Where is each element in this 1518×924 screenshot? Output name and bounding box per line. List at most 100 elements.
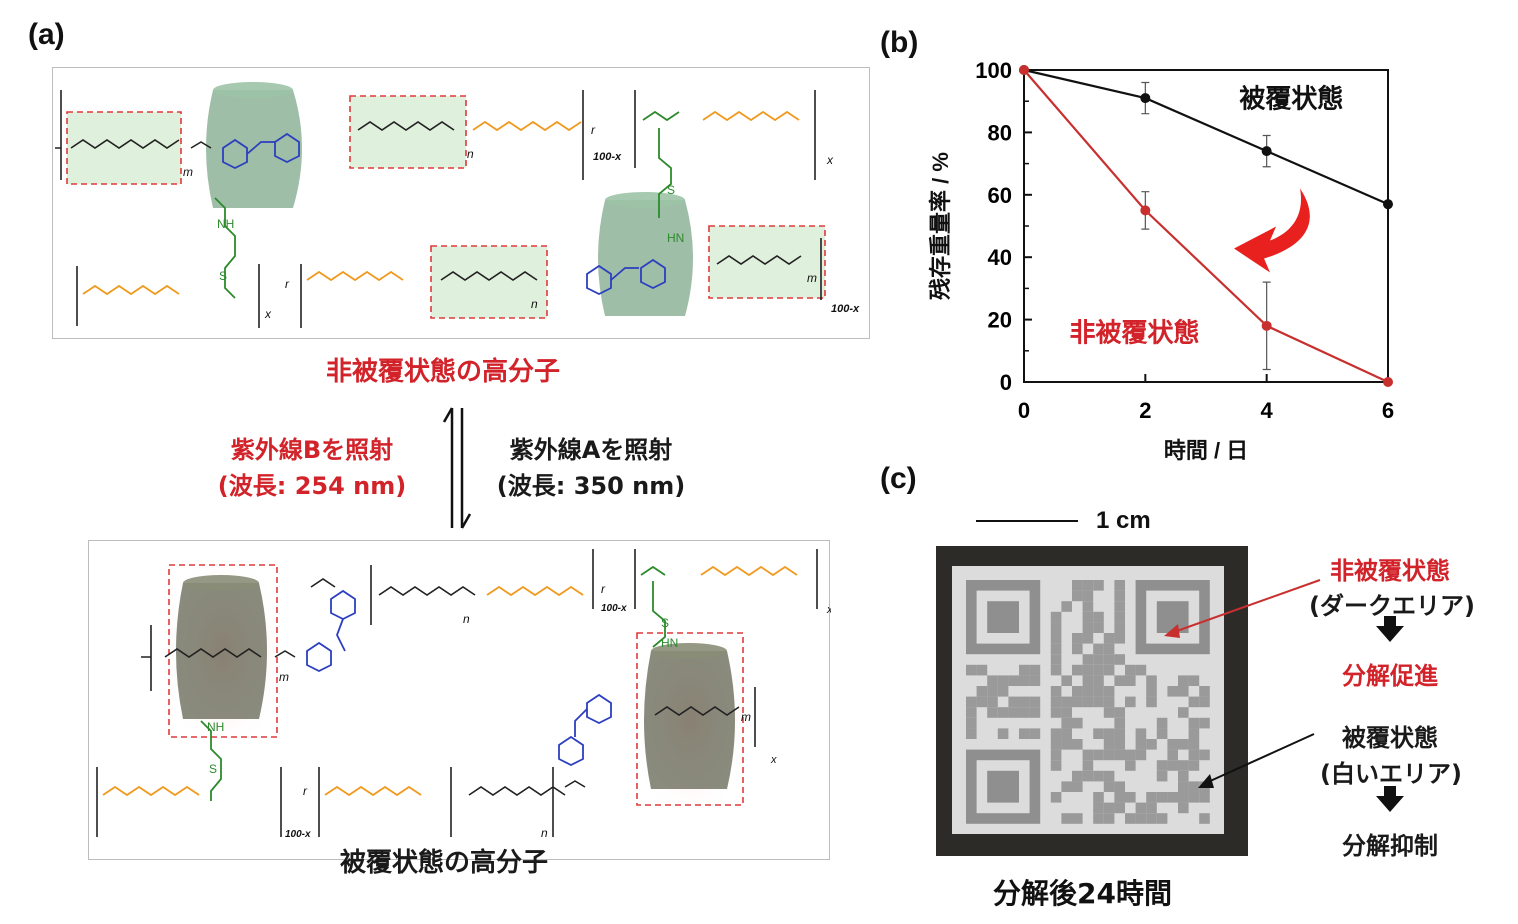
qr-module xyxy=(1061,813,1072,824)
qr-module xyxy=(1103,739,1115,750)
qr-module xyxy=(1061,675,1072,686)
qr-module xyxy=(1114,707,1125,718)
bottom-n2: n xyxy=(541,826,548,840)
qr-module xyxy=(1167,749,1178,761)
qr-module xyxy=(1188,760,1200,771)
qr-module xyxy=(1178,675,1189,686)
data-point xyxy=(1261,320,1272,331)
qr-module xyxy=(1178,781,1189,792)
qr-module xyxy=(1114,749,1125,761)
qr-module xyxy=(1019,664,1030,676)
qr-module xyxy=(987,707,998,718)
qr-module xyxy=(1103,813,1115,824)
qr-module xyxy=(1114,792,1125,803)
qr-module xyxy=(1114,728,1125,739)
down-arrow-icon xyxy=(1376,626,1404,642)
uvb-condition-line1: 紫外線Bを照射 xyxy=(230,436,394,464)
qr-module xyxy=(1103,633,1115,644)
qr-module xyxy=(1103,654,1115,665)
qr-module xyxy=(1156,770,1168,782)
qr-module xyxy=(1167,792,1178,803)
qr-module xyxy=(1072,781,1083,792)
qr-module xyxy=(1146,675,1157,686)
top-frac2: 100-x xyxy=(831,303,860,315)
qr-module xyxy=(1114,717,1125,729)
qr-module xyxy=(1114,622,1125,633)
qr-module xyxy=(1093,611,1104,623)
qr-module xyxy=(1082,664,1094,676)
qr-module xyxy=(1082,622,1094,633)
white-area-result: 分解抑制 xyxy=(1342,832,1438,860)
bottom-nh1: NH xyxy=(207,720,224,734)
chart-y-axis-label: 残存重量率 / % xyxy=(928,152,953,300)
qr-module xyxy=(1156,813,1168,824)
qr-module xyxy=(1199,717,1210,729)
qr-module xyxy=(1050,739,1062,750)
qr-module xyxy=(1072,770,1083,782)
top-m1: m xyxy=(183,165,193,179)
qr-module xyxy=(1093,802,1104,814)
qr-module xyxy=(1188,717,1200,729)
qr-module xyxy=(1082,760,1094,771)
qr-module xyxy=(1050,622,1062,633)
uncovered-polymer-structure: m n r 100-x x S HN NH S x r n m 100-x xyxy=(52,67,870,339)
qr-module xyxy=(1082,633,1094,644)
bottom-m1: m xyxy=(279,670,289,684)
qr-module xyxy=(1072,686,1083,697)
qr-module xyxy=(1072,717,1083,729)
qr-module xyxy=(1103,664,1115,676)
qr-module xyxy=(1125,792,1136,803)
qr-module xyxy=(1114,590,1125,602)
qr-module xyxy=(1114,580,1125,591)
qr-module xyxy=(976,696,988,708)
qr-module xyxy=(1072,813,1083,824)
qr-module xyxy=(1072,664,1083,676)
qr-caption: 分解後24時間 xyxy=(993,877,1172,910)
qr-module xyxy=(1072,580,1083,591)
qr-module xyxy=(1050,664,1062,676)
panel-label-a: (a) xyxy=(28,18,65,51)
qr-module xyxy=(1135,749,1147,761)
panel-label-b: (b) xyxy=(880,26,919,59)
qr-module xyxy=(1093,580,1104,591)
qr-module xyxy=(1188,792,1200,803)
qr-module xyxy=(1029,728,1041,739)
qr-module xyxy=(1050,749,1062,761)
scale-bar-label: 1 cm xyxy=(1096,507,1151,534)
qr-module xyxy=(1029,707,1041,718)
qr-module xyxy=(1082,696,1094,708)
x-tick-label: 6 xyxy=(1382,398,1394,423)
y-tick-label: 20 xyxy=(988,308,1012,333)
qr-module xyxy=(1008,707,1019,718)
qr-module xyxy=(1114,611,1125,623)
qr-film-photo xyxy=(936,546,1248,856)
uva-condition: 紫外線Aを照射 (波長: 350 nm) xyxy=(488,432,694,504)
qr-module xyxy=(1135,664,1147,676)
top-s2: S xyxy=(219,269,227,283)
qr-module xyxy=(1061,781,1072,792)
series-label-covered: 被覆状態 xyxy=(1239,83,1343,113)
qr-module xyxy=(1114,739,1125,750)
bottom-r1: r xyxy=(601,582,606,596)
qr-module xyxy=(1050,643,1062,655)
qr-module xyxy=(1093,622,1104,633)
top-frac1: 100-x xyxy=(593,151,622,163)
bottom-x2: x xyxy=(770,754,777,766)
qr-module xyxy=(1082,654,1094,665)
qr-module xyxy=(1146,792,1157,803)
data-point xyxy=(1140,93,1151,104)
qr-module xyxy=(1188,728,1200,739)
qr-module xyxy=(1156,728,1168,739)
qr-module xyxy=(997,707,1009,718)
qr-module xyxy=(1178,686,1189,697)
qr-module xyxy=(1146,802,1157,814)
bottom-r2: r xyxy=(303,784,308,798)
qr-module xyxy=(1114,601,1125,612)
qr-module xyxy=(1072,643,1083,655)
qr-module xyxy=(976,686,988,697)
qr-module xyxy=(1178,707,1189,718)
data-point xyxy=(1383,377,1393,387)
qr-module xyxy=(1082,580,1094,591)
qr-module xyxy=(1061,739,1072,750)
